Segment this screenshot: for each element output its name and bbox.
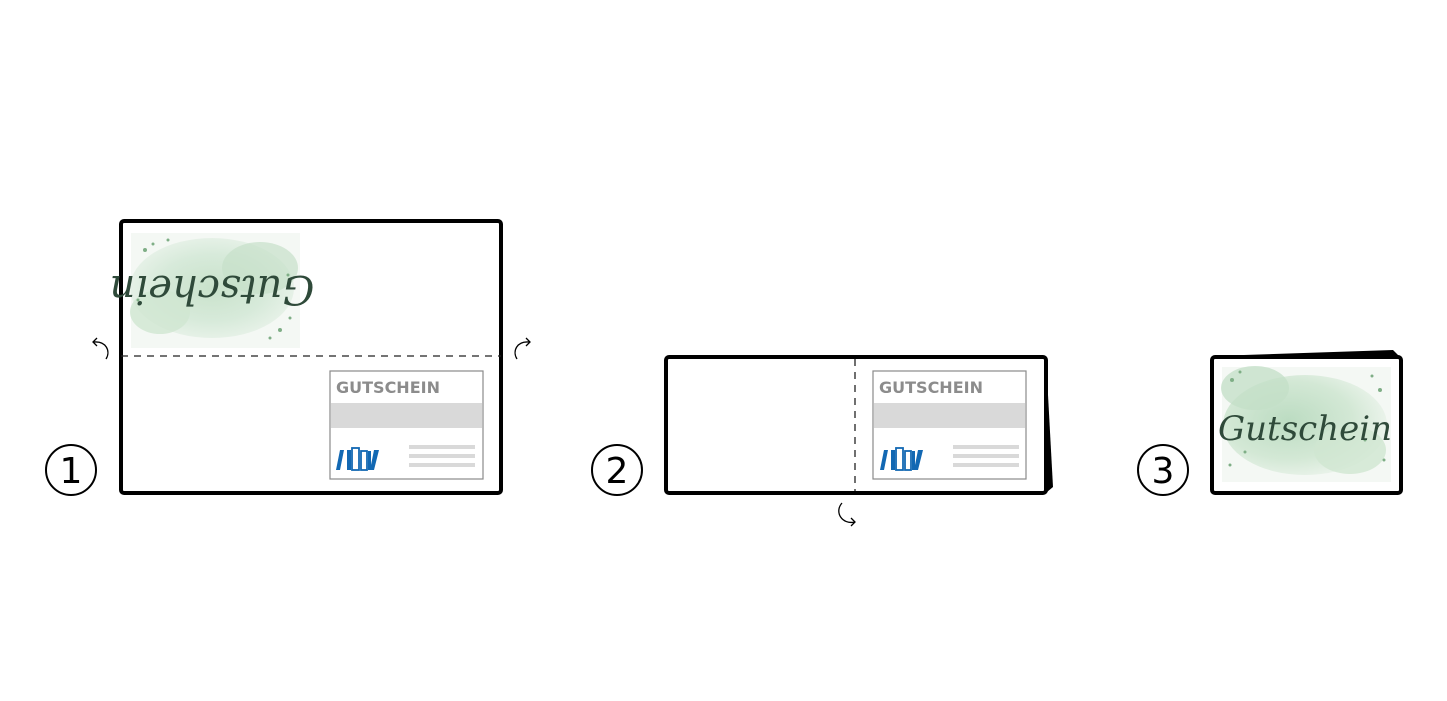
step-number-badge: 3 [1137,444,1189,496]
fold-arrow-down-icon [838,502,856,527]
fold-arrow-right-icon [514,337,531,360]
step-number: 2 [606,451,629,492]
voucher-card-lines [409,445,475,467]
cover-title-upside-down: Gutschein [110,266,315,312]
step-number: 3 [1152,451,1175,492]
step-3: 3 Gutschein [1137,350,1403,496]
step-number: 1 [60,451,83,492]
bookshelf-logo-icon [880,447,923,471]
fold-arrow-left-icon [92,337,109,360]
voucher-card: GUTSCHEIN [329,370,484,480]
bookshelf-logo-icon [336,447,379,471]
step-1: 1 Gutschein GUTSCHEIN [45,219,531,496]
step-number-badge: 1 [45,444,97,496]
voucher-card-title: GUTSCHEIN [336,378,440,397]
cover-artwork: Gutschein [1218,366,1392,482]
step-number-badge: 2 [591,444,643,496]
voucher-card-lines [953,445,1019,467]
voucher-card-band [874,403,1025,428]
cover-artwork-upside-down: Gutschein [110,233,315,348]
cover-title: Gutschein [1218,409,1392,449]
voucher-card-title: GUTSCHEIN [879,378,983,397]
voucher-card-band [331,403,482,428]
step-2: 2 GUTSCHEIN [591,355,1053,527]
voucher-card: GUTSCHEIN [872,370,1027,480]
